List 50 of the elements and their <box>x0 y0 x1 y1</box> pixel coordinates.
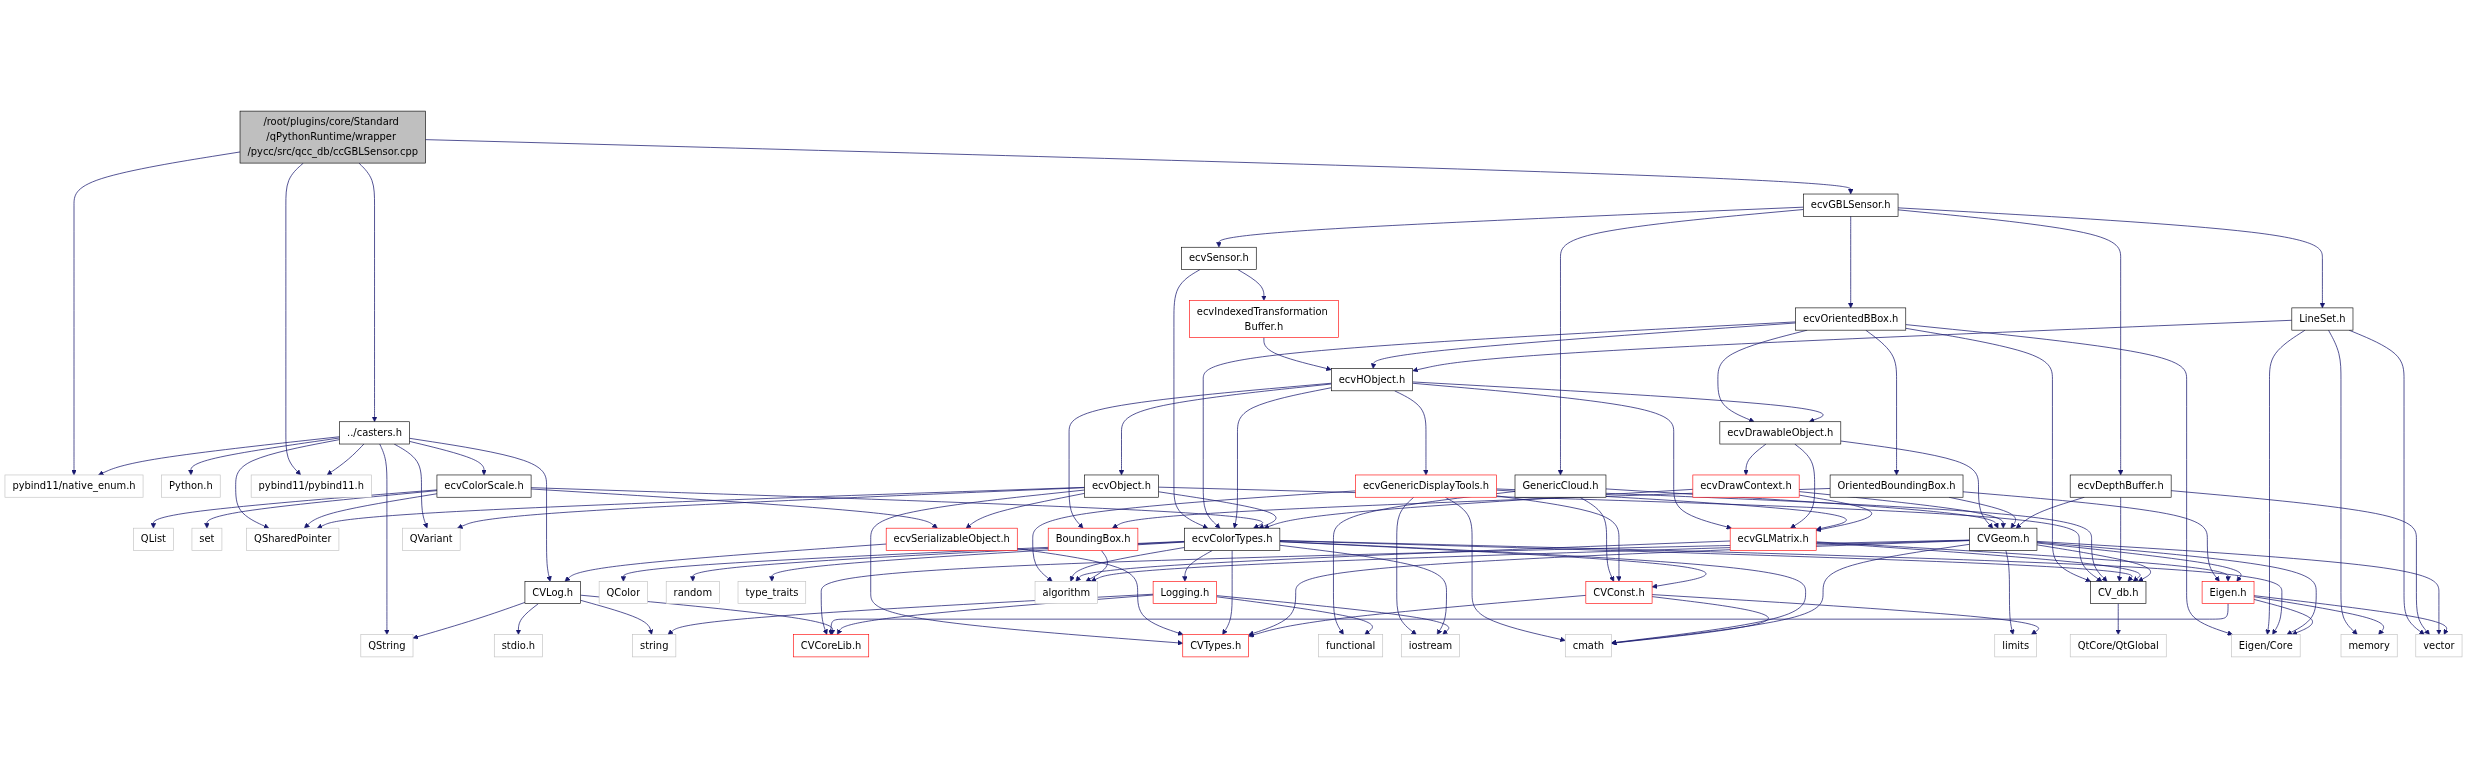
node-box: CVCoreLib.h <box>793 634 870 658</box>
node-box: QtCore/QtGlobal <box>2069 634 2167 658</box>
node-box: ecvColorTypes.h <box>1184 527 1281 551</box>
node-box: CVLog.h <box>524 581 581 604</box>
node-box: type_traits <box>737 581 807 604</box>
node-box: memory <box>2340 634 2398 658</box>
node-box: OrientedBoundingBox.h <box>1829 474 1964 498</box>
node-box: Logging.h <box>1152 581 1217 604</box>
node-box: ecvHObject.h <box>1331 368 1413 392</box>
node-box: QString <box>360 634 414 658</box>
node-box: QColor <box>598 581 648 604</box>
node-box: ecvGLMatrix.h <box>1729 527 1817 551</box>
node-box: BoundingBox.h <box>1047 527 1139 551</box>
node-box: ecvColorScale.h <box>436 474 532 498</box>
node-box: /root/plugins/core/Standard /qPythonRuntime/wrapper /pycc/src/qcc_db/ccGBLSensor.cpp <box>239 110 426 164</box>
node-box: ecvDepthBuffer.h <box>2069 474 2172 498</box>
node-box: limits <box>1994 634 2037 658</box>
node-box: stdio.h <box>493 634 543 658</box>
node-box: algorithm <box>1034 581 1098 604</box>
node-box: string <box>632 634 677 658</box>
node-box: Eigen.h <box>2201 581 2255 604</box>
node-box: ecvGenericDisplayTools.h <box>1355 474 1497 498</box>
node-box: CVConst.h <box>1585 581 1653 604</box>
node-box: ecvOrientedBBox.h <box>1795 307 1907 331</box>
node-box: ../casters.h <box>339 421 410 445</box>
node-box: ecvDrawContext.h <box>1692 474 1800 498</box>
node-box: CVGeom.h <box>1969 527 2038 551</box>
node-box: ecvIndexedTransformation Buffer.h <box>1189 300 1339 338</box>
node-box: pybind11/native_enum.h <box>4 474 144 498</box>
node-box: functional <box>1318 634 1384 658</box>
node-box: LineSet.h <box>2291 307 2354 331</box>
node-box: cmath <box>1565 634 1612 658</box>
node-box: Eigen/Core <box>2231 634 2301 658</box>
node-box: set <box>191 527 223 551</box>
node-box: ecvSerializableObject.h <box>885 527 1018 551</box>
node-box: CV_db.h <box>2090 581 2147 604</box>
node-box: Python.h <box>161 474 221 498</box>
node-box: vector <box>2415 634 2463 658</box>
node-box: CVTypes.h <box>1182 634 1249 658</box>
node-box: ecvObject.h <box>1084 474 1159 498</box>
node-box: GenericCloud.h <box>1514 474 1607 498</box>
node-box: iostream <box>1401 634 1460 658</box>
node-box: random <box>665 581 720 604</box>
node-box: pybind11/pybind11.h <box>250 474 372 498</box>
node-box: ecvDrawableObject.h <box>1719 421 1842 445</box>
node-box: QList <box>133 527 174 551</box>
node-box: QVariant <box>402 527 461 551</box>
node-box: QSharedPointer <box>246 527 340 551</box>
node-box: ecvSensor.h <box>1181 246 1257 270</box>
node-box: ecvGBLSensor.h <box>1803 193 1899 217</box>
